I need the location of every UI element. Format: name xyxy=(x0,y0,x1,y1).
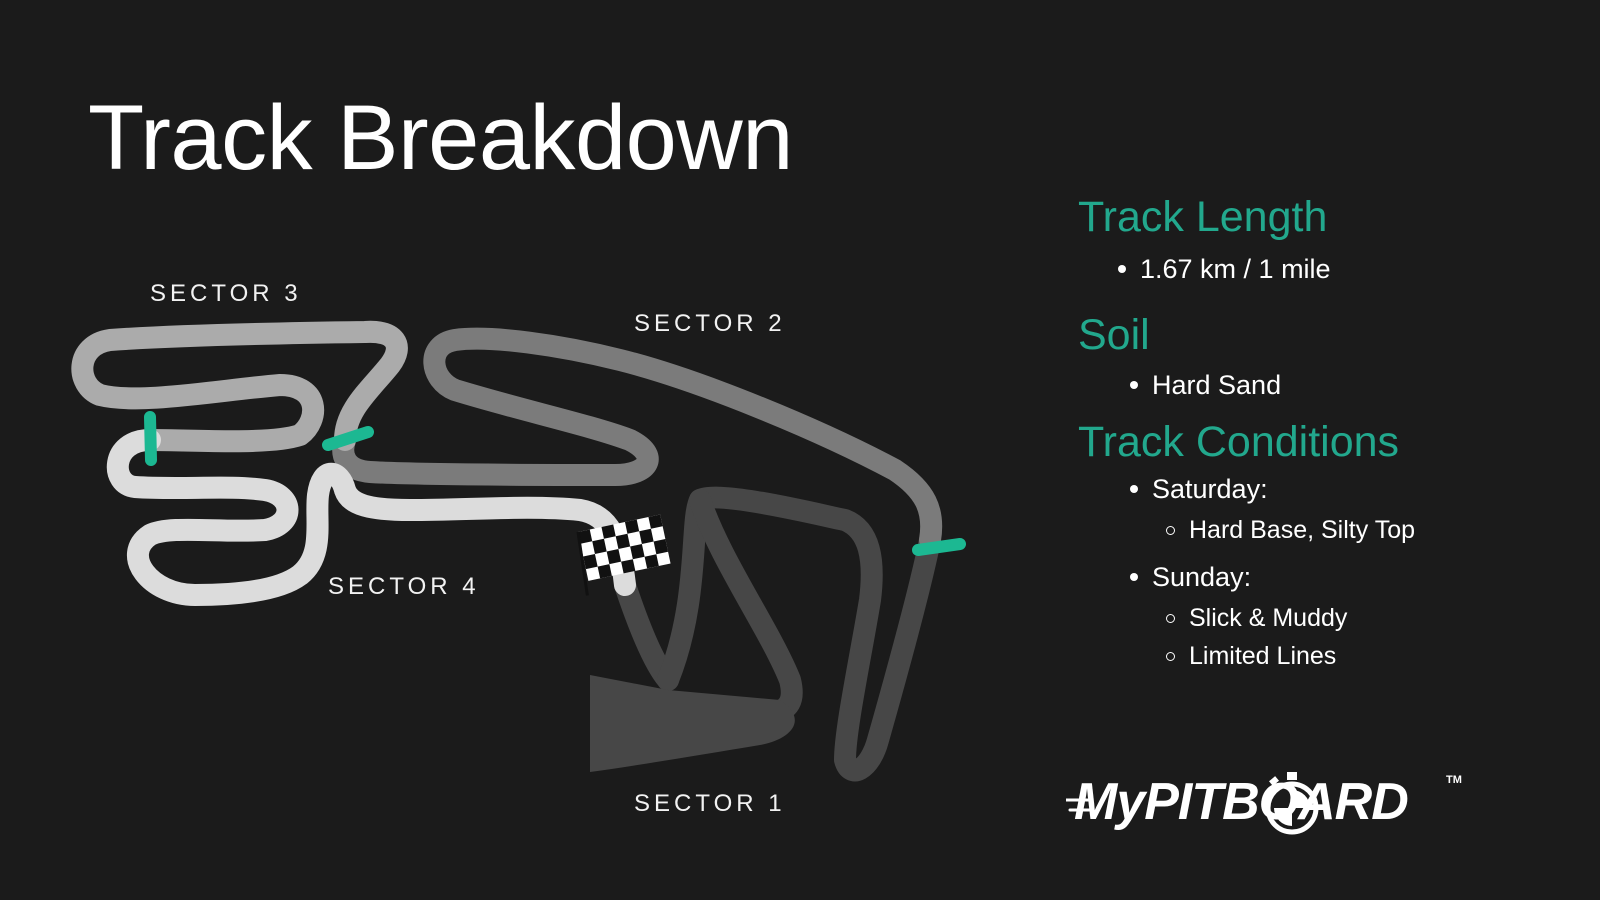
sub-bullet-icon xyxy=(1166,613,1175,623)
divider-sector-3-4 xyxy=(144,411,157,466)
sunday-label: Sunday: xyxy=(1152,562,1252,593)
divider-sector-1-2 xyxy=(912,538,966,556)
speed-lines-icon xyxy=(1066,772,1319,835)
sector-1-label: SECTOR 1 xyxy=(634,790,786,817)
bullet-icon xyxy=(1130,573,1138,582)
pit-area xyxy=(590,675,795,772)
sunday-condition-1: Slick & Muddy xyxy=(1166,603,1558,633)
checkered-flag-icon xyxy=(576,514,671,596)
sunday-item: Sunday: xyxy=(1130,561,1558,593)
sector-3-path xyxy=(71,320,408,453)
saturday-label: Saturday: xyxy=(1152,473,1268,504)
sub-bullet-icon xyxy=(1166,525,1175,535)
mypitboard-logo: MyPITBOARD TM xyxy=(1066,770,1466,840)
sunday-condition-2: Limited Lines xyxy=(1166,641,1558,671)
sector-2-path xyxy=(332,327,943,551)
saturday-condition-text: Hard Base, Silty Top xyxy=(1189,516,1416,545)
sub-bullet-icon xyxy=(1166,651,1175,661)
page-title: Track Breakdown xyxy=(88,87,793,189)
soil-heading: Soil xyxy=(1078,310,1150,359)
soil-item: Hard Sand xyxy=(1130,369,1558,401)
sector-3-label: SECTOR 3 xyxy=(150,280,302,307)
track-length-item: 1.67 km / 1 mile xyxy=(1118,253,1558,285)
divider-sector-2-3 xyxy=(322,426,374,451)
soil-value: Hard Sand xyxy=(1152,369,1282,400)
bullet-icon xyxy=(1130,484,1138,493)
track-length-heading: Track Length xyxy=(1078,193,1328,241)
sector-1-path xyxy=(614,486,941,782)
track-info-panel: Track Length 1.67 km / 1 mile Soil Hard … xyxy=(1078,193,1558,671)
sector-dividers xyxy=(144,411,966,556)
track-length-value: 1.67 km / 1 mile xyxy=(1140,254,1331,285)
saturday-condition: Hard Base, Silty Top xyxy=(1166,515,1558,545)
track-map xyxy=(71,320,966,782)
sector-2-label: SECTOR 2 xyxy=(634,310,786,337)
sector-4-label: SECTOR 4 xyxy=(328,573,480,600)
sector-4-path xyxy=(106,429,636,606)
bullet-icon xyxy=(1130,381,1138,390)
stopwatch-icon xyxy=(1265,772,1319,835)
saturday-item: Saturday: xyxy=(1130,473,1558,505)
bullet-icon xyxy=(1118,265,1126,274)
sunday-condition-1-text: Slick & Muddy xyxy=(1189,604,1348,633)
track-conditions-heading: Track Conditions xyxy=(1078,418,1400,467)
trademark: TM xyxy=(1446,774,1462,786)
logo-text: MyPITBOARD xyxy=(1074,773,1409,831)
sunday-condition-2-text: Limited Lines xyxy=(1189,642,1337,671)
